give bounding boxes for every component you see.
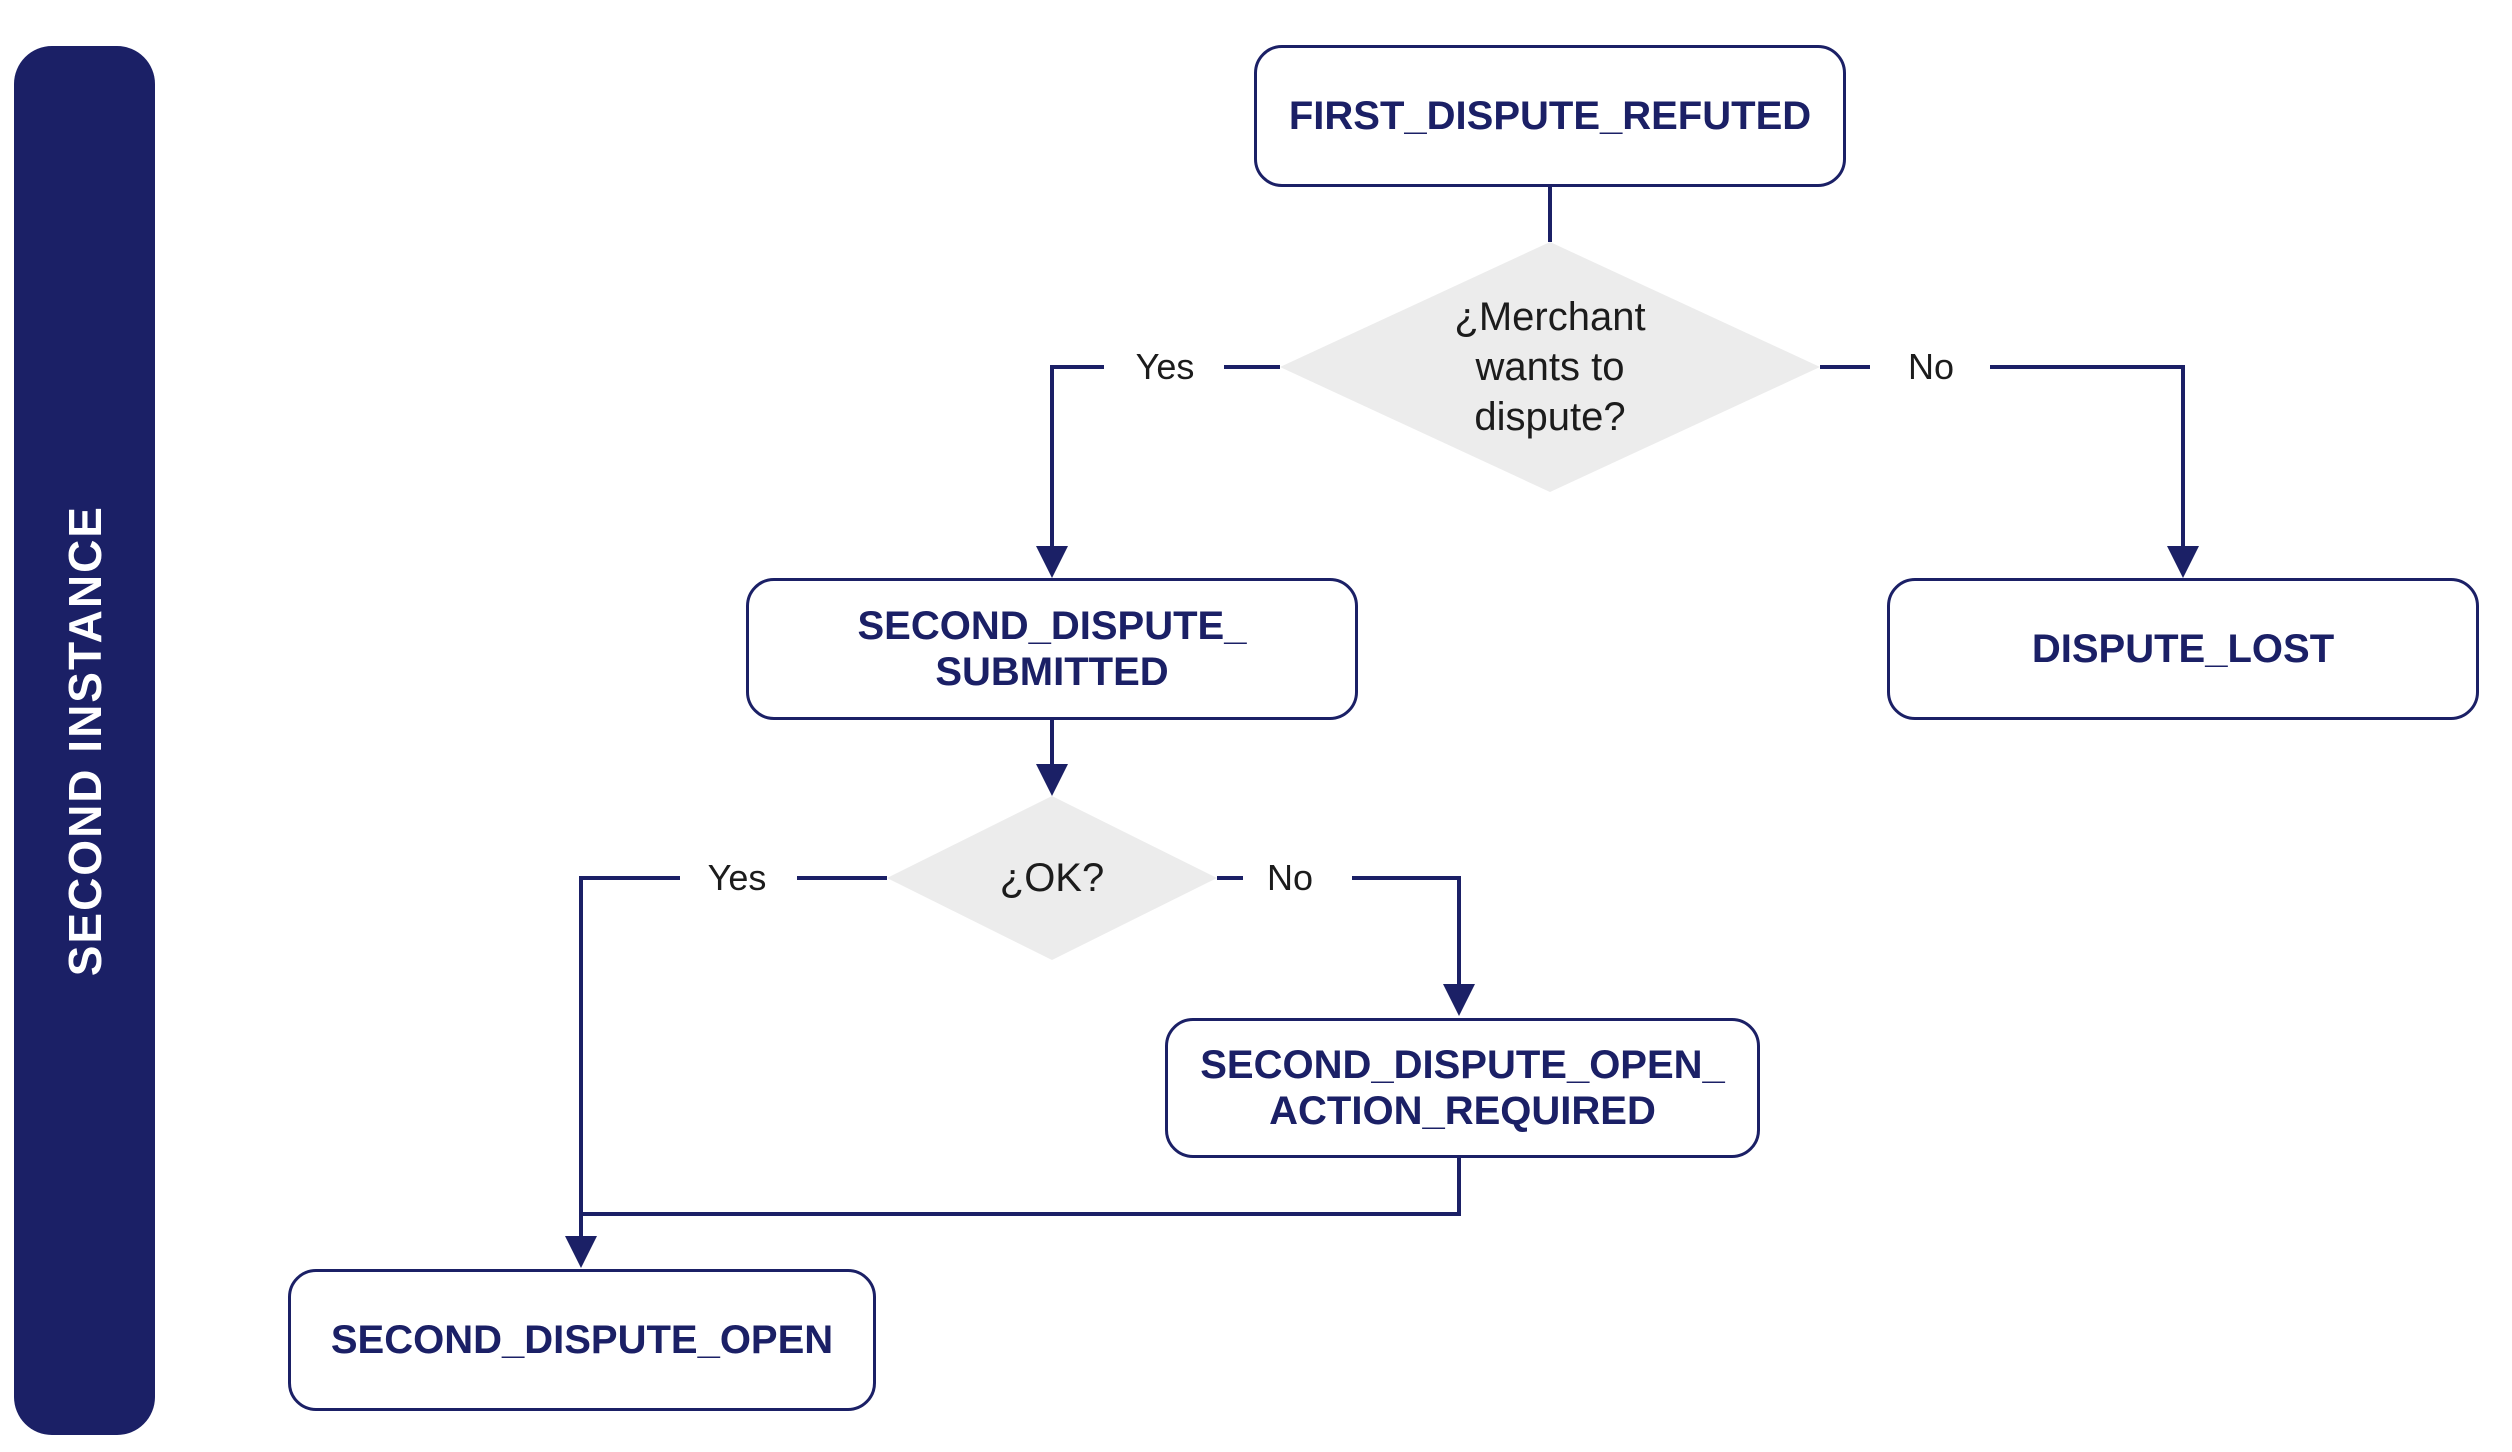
edge-label-merchant-no: No [1907,346,1955,387]
decision-ok-diamond [887,796,1217,960]
edge-label-merchant-yes: Yes [1135,346,1195,387]
arrowhead-into-dispute-lost [2167,546,2199,578]
edge-ok-no-path [1352,876,1461,984]
edge-label-ok-no: No [1266,857,1314,898]
arrowhead-into-action-required [1443,984,1475,1016]
edge-merchant-yes-path [1050,365,1104,546]
node-dispute-lost: DISPUTE_LOST [1887,578,2479,720]
decision-merchant-label: ¿Merchant wants to dispute? [1454,295,1646,439]
node-second-dispute-open-action-required: SECOND_DISPUTE_OPEN_ ACTION_REQUIRED [1165,1018,1760,1158]
arrowhead-into-ok-decision [1036,764,1068,796]
arrowhead-into-second-dispute-open [565,1236,597,1268]
edge-ok-yes-path [579,876,680,1236]
decision-merchant-diamond [1280,242,1820,492]
node-label: DISPUTE_LOST [2031,627,2335,671]
node-second-dispute-submitted: SECOND_DISPUTE_ SUBMITTED [746,578,1358,720]
node-label: SECOND_DISPUTE_OPEN_ ACTION_REQUIRED [1200,1043,1725,1133]
edge-action-required-to-open [583,1158,1461,1216]
sidebar-second-instance: SECOND INSTANCE [14,46,155,1435]
node-label: SECOND_DISPUTE_OPEN [330,1318,834,1362]
arrowhead-into-second-dispute-submitted [1036,546,1068,578]
node-label: SECOND_DISPUTE_ SUBMITTED [857,604,1247,694]
decision-ok-label: ¿OK? [999,856,1105,900]
edge-label-ok-yes: Yes [707,857,767,898]
node-first-dispute-refuted: FIRST_DISPUTE_REFUTED [1254,45,1846,187]
edge-merchant-no-path [1990,365,2185,546]
node-second-dispute-open: SECOND_DISPUTE_OPEN [288,1269,876,1411]
node-label: FIRST_DISPUTE_REFUTED [1288,94,1812,138]
